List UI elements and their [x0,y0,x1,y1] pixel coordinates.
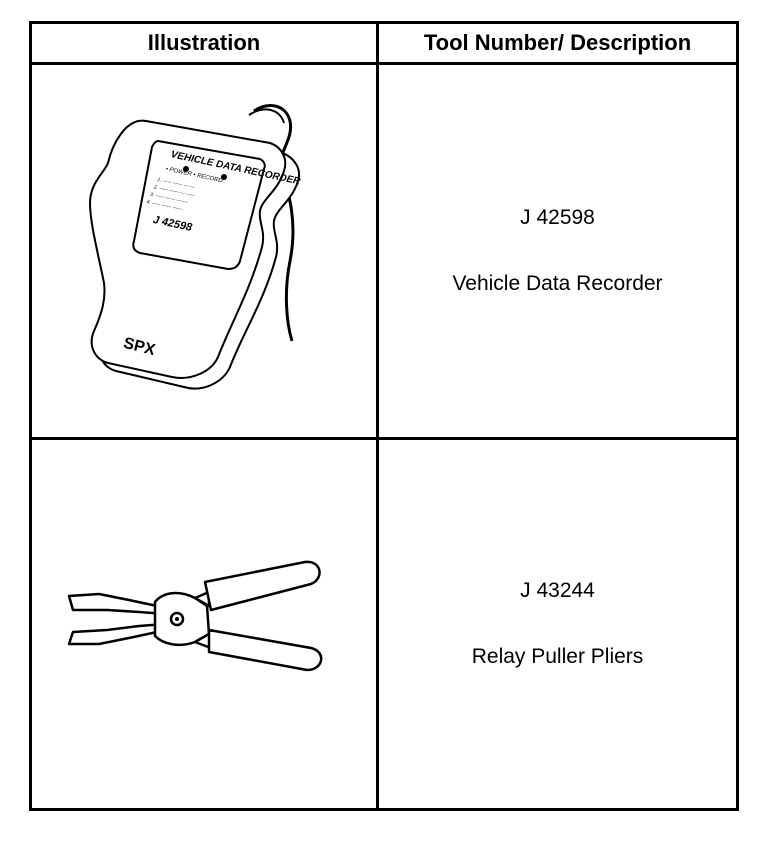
tool-description: Vehicle Data Recorder [452,272,663,295]
illustration-cell-row-2 [32,440,376,808]
tool-number: J 43244 [520,579,595,602]
tool-table: Illustration Tool Number/ Description VE… [29,21,739,811]
description-cell-row-2: J 43244 Relay Puller Pliers [379,440,736,808]
description-cell-row-1: J 42598 Vehicle Data Recorder [379,65,736,437]
row-divider [32,437,736,440]
relay-puller-pliers-icon [67,560,323,672]
header-illustration: Illustration [147,30,261,55]
column-divider [376,24,379,808]
tool-description: Relay Puller Pliers [471,645,644,668]
vehicle-data-recorder-icon: VEHICLE DATA RECORDER • POWER • RECORD 1… [89,104,302,390]
illustration-cell-row-1: VEHICLE DATA RECORDER • POWER • RECORD 1… [32,65,376,437]
tool-number: J 42598 [520,206,595,229]
header-divider [32,62,736,65]
header-tool-number-description: Tool Number/ Description [423,30,692,55]
